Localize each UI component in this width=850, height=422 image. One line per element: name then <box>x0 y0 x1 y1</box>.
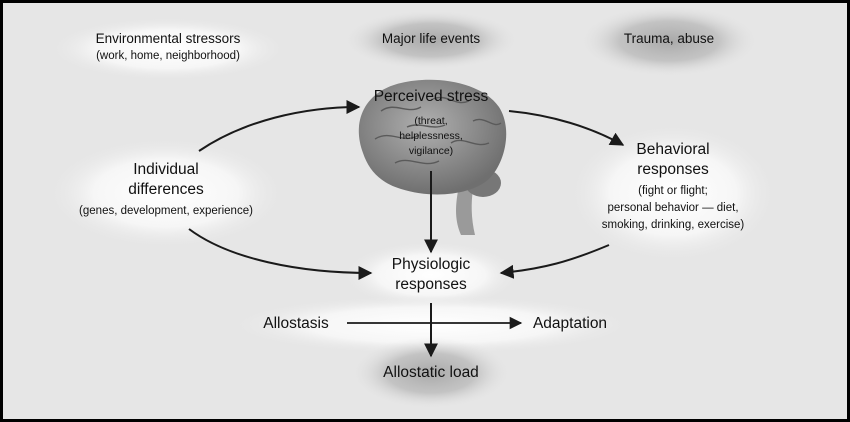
halo-allostatic-load <box>351 337 511 409</box>
physiologic-responses-label-2: responses <box>395 276 467 293</box>
behavioral-responses-detail-1: (fight or flight; <box>638 185 708 197</box>
arrow-behavioral-to-physiologic <box>499 244 610 279</box>
perceived-stress-detail-3: vigilance) <box>408 145 454 157</box>
perceived-stress-label: Perceived stress <box>373 88 489 105</box>
behavioral-responses-label-2: responses <box>637 161 709 178</box>
halo-physiologic <box>341 241 521 309</box>
brain-icon <box>358 79 507 235</box>
allostasis-label: Allostasis <box>263 315 329 332</box>
individual-differences-label-2: differences <box>128 181 204 198</box>
environmental-stressors-detail: (work, home, neighborhood) <box>96 50 240 62</box>
behavioral-responses-label-1: Behavioral <box>636 141 710 158</box>
behavioral-responses-detail-3: smoking, drinking, exercise) <box>601 219 745 231</box>
trauma-abuse-label: Trauma, abuse <box>623 31 715 46</box>
perceived-stress-detail-2: helplessness, <box>399 130 463 142</box>
major-life-events-label: Major life events <box>381 31 481 46</box>
diagram-graphics <box>46 5 778 409</box>
adaptation-label: Adaptation <box>532 315 608 332</box>
behavioral-responses-detail-2: personal behavior — diet, <box>607 202 739 214</box>
diagram-canvas: Environmental stressors (work, home, nei… <box>3 3 847 419</box>
arrow-individual-to-perceived <box>198 100 361 152</box>
halo-behavioral <box>568 123 778 263</box>
halo-trauma <box>579 5 759 77</box>
environmental-stressors-label: Environmental stressors <box>95 31 241 46</box>
allostatic-load-label: Allostatic load <box>383 364 479 381</box>
individual-differences-label-1: Individual <box>133 161 199 178</box>
halo-individual-differences <box>46 137 286 249</box>
arrow-individual-to-physiologic <box>188 228 373 280</box>
arrow-perceived-to-behavioral <box>508 110 625 146</box>
perceived-stress-detail-1: (threat, <box>414 115 448 127</box>
halo-environmental <box>48 17 288 81</box>
individual-differences-detail: (genes, development, experience) <box>79 205 253 217</box>
halo-major-life-events <box>343 10 519 70</box>
physiologic-responses-label-1: Physiologic <box>391 256 471 273</box>
